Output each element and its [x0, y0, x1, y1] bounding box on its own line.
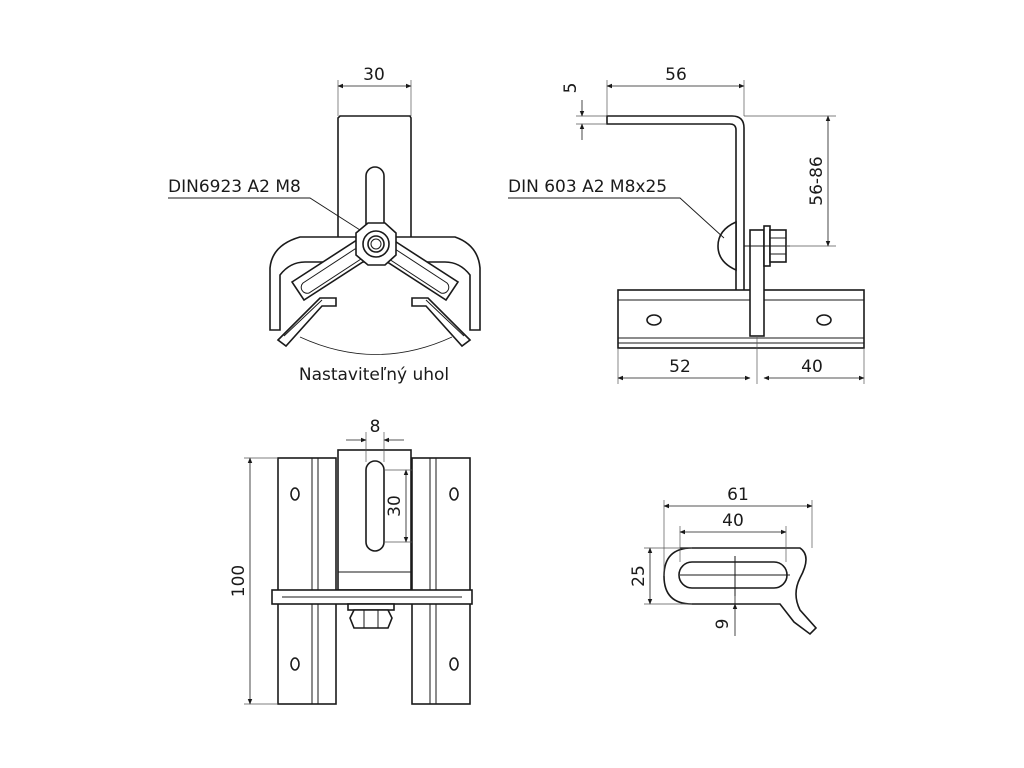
detail-dim-height: 25 — [629, 565, 649, 587]
bottom-dim-slot-width: 8 — [370, 417, 381, 437]
side-label-bolt: DIN 603 A2 M8x25 — [508, 177, 667, 197]
bottom-view: 8 30 100 — [229, 417, 473, 705]
side-dim-left: 52 — [669, 357, 691, 377]
side-view: 56 5 56-86 DIN 603 A2 M8x25 52 40 — [508, 65, 865, 384]
front-dim-width: 30 — [363, 65, 385, 85]
center-slot — [365, 460, 385, 552]
detail-dim-slot: 40 — [722, 511, 744, 531]
side-dim-right: 40 — [801, 357, 823, 377]
bottom-nut — [347, 603, 395, 629]
bottom-dim-total: 100 — [229, 565, 249, 597]
side-dim-top: 56 — [665, 65, 687, 85]
detail-dim-offset: 9 — [713, 619, 733, 630]
front-label-nut: DIN6923 A2 M8 — [168, 177, 301, 197]
right-rail — [411, 457, 471, 705]
detail-view: 61 40 25 9 — [629, 485, 818, 636]
detail-plate — [663, 547, 818, 636]
left-rail — [277, 457, 337, 705]
rail-profile — [617, 289, 865, 349]
bottom-dim-slot-length: 30 — [385, 495, 405, 517]
front-view: 30 DIN6923 A2 M8 Nastaviteľný uhol — [168, 65, 481, 385]
bracket-body — [269, 236, 481, 331]
l-bracket — [606, 115, 745, 301]
bolt-head — [717, 220, 737, 272]
right-hook — [411, 297, 472, 348]
front-label-angle: Nastaviteľný uhol — [299, 365, 449, 385]
center-nut — [355, 222, 397, 266]
side-dim-height: 56-86 — [807, 156, 827, 205]
left-hook — [276, 297, 337, 348]
side-dim-thickness: 5 — [561, 83, 581, 94]
angle-arc — [299, 336, 453, 355]
detail-dim-total: 61 — [727, 485, 749, 505]
